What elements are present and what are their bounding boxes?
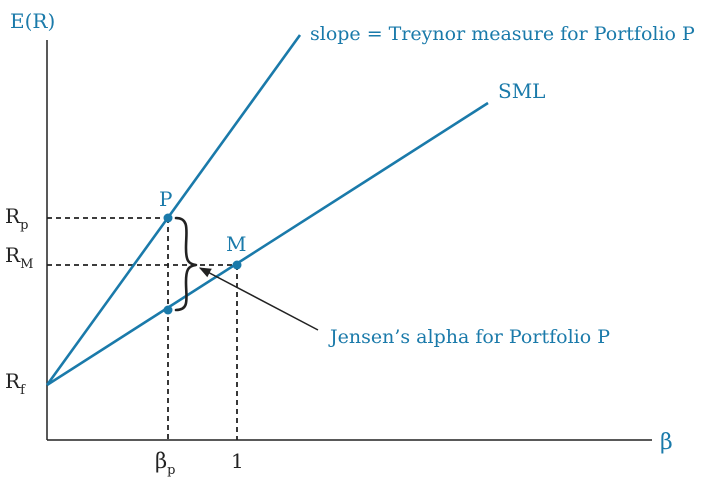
point-p-label: P <box>159 187 172 211</box>
sml-label: SML <box>498 79 545 103</box>
jensen-alpha-brace <box>174 216 198 312</box>
treynor-slope-line <box>45 34 302 386</box>
x-axis-label: β <box>660 430 673 455</box>
point-sml-at-beta-p <box>163 305 173 315</box>
treynor-line-label: slope = Treynor measure for Portfolio P <box>310 23 695 45</box>
jensen-alpha-label: Jensen’s alpha for Portfolio P <box>328 326 610 348</box>
security-market-line <box>46 101 489 387</box>
x-tick-beta-p: βp <box>155 449 175 478</box>
y-tick-rf: Rf <box>5 369 26 398</box>
point-m <box>232 260 242 270</box>
point-m-label: M <box>226 232 246 256</box>
x-tick-one: 1 <box>231 449 244 473</box>
jensen-alpha-arrow <box>198 267 319 331</box>
y-axis-label: E(R) <box>10 9 55 33</box>
point-p <box>163 213 173 223</box>
y-tick-rp: Rp <box>5 204 28 233</box>
y-tick-rm: RM <box>5 243 33 272</box>
